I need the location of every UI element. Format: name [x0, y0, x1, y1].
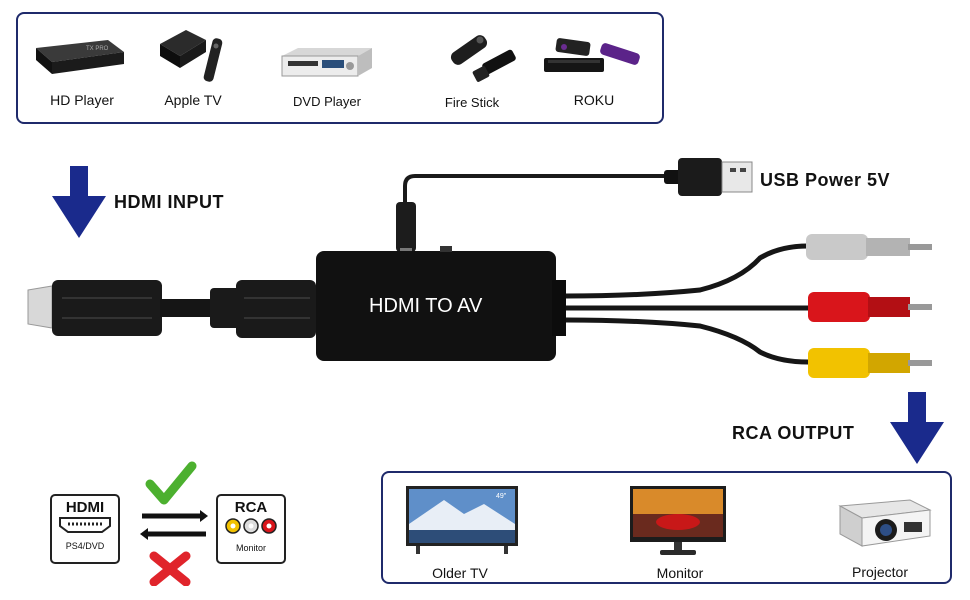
- converter-cable-illustration: [27, 158, 932, 378]
- micro-usb-plug: [396, 202, 416, 252]
- check-icon: [145, 461, 197, 505]
- arrow-right-icon: [200, 510, 208, 522]
- dvd-player-icon: [281, 48, 372, 77]
- arrow-left-icon: [140, 528, 148, 540]
- hdmi-port-icon: [59, 517, 111, 533]
- rca-output-arrow-icon: [890, 392, 944, 464]
- tv-icon: 49": [406, 486, 518, 554]
- svg-text:49": 49": [496, 493, 507, 500]
- hdmi-badge-title: HDMI: [65, 499, 105, 516]
- monitor-icon: [630, 486, 726, 555]
- hdmi-input-label: HDMI INPUT: [114, 192, 224, 212]
- hdmi-badge-sub: PS4/DVD: [65, 541, 105, 551]
- hdmi-plug-right: [236, 280, 316, 338]
- output-label-monitor: Monitor: [656, 565, 704, 581]
- tv-box-icon: TX PRO: [36, 40, 124, 74]
- output-label-projector: Projector: [851, 564, 909, 580]
- source-label-fire-stick: Fire Stick: [444, 95, 500, 110]
- rca-ports-icon: [225, 518, 277, 534]
- rca-badge-sub: Monitor: [235, 543, 266, 553]
- source-label-apple-tv: Apple TV: [164, 92, 222, 108]
- direction-indicator: [140, 461, 208, 586]
- fire-stick-icon: [450, 35, 516, 82]
- hdmi-source-badge: HDMI PS4/DVD: [50, 494, 120, 564]
- source-label-dvd-player: DVD Player: [293, 94, 361, 109]
- usb-a-plug: [678, 158, 722, 196]
- hdmi-input-arrow-icon: [52, 166, 106, 238]
- apple-tv-icon: [160, 30, 223, 82]
- source-label-hd-player: HD Player: [50, 92, 114, 108]
- projector-icon: [838, 499, 932, 547]
- converter-label: HDMI TO AV: [369, 295, 483, 317]
- cross-icon: [149, 551, 191, 586]
- output-devices-panel: [381, 471, 952, 584]
- rca-badge-title: RCA: [234, 499, 268, 516]
- usb-power-label: USB Power 5V: [760, 170, 891, 190]
- source-label-roku: ROKU: [573, 92, 615, 108]
- roku-icon: [544, 38, 640, 72]
- source-devices-panel: [16, 12, 664, 124]
- hdmi-plug-left: [52, 280, 162, 336]
- rca-target-badge: RCA Monitor: [216, 494, 286, 564]
- rca-output-label: RCA OUTPUT: [732, 423, 855, 443]
- svg-text:TX PRO: TX PRO: [86, 46, 109, 52]
- output-label-older-tv: Older TV: [432, 565, 488, 581]
